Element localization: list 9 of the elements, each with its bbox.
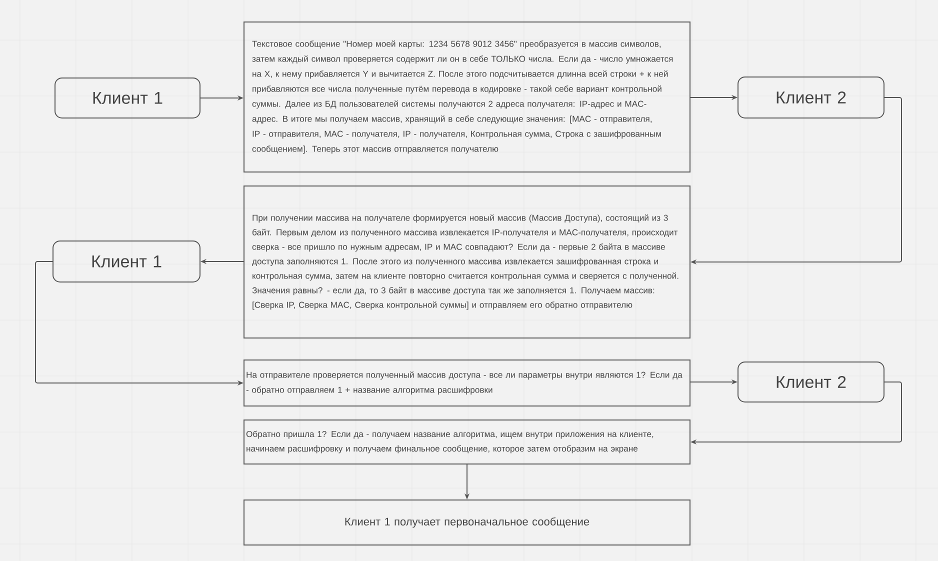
client-box: Клиент 1 xyxy=(52,240,200,282)
process-box: Текстовое сообщение "Номер моей карты: 1234 5678 9012 3456" преобразуется в массив символов, затем каждый символ проверяется содержит ли он в себе ТОЛЬКО числа. Если да - число умножается на X, к нему прибавляется Y и вычитается Z. После этого подсчитывается длинна всей строки + к ней прибавляются все числа полученные путём перевода в кодировке - такой себе вариант контрольной суммы. Далее из БД пользователей системы получаются 2 адреса получателя: IP-адрес и MAC-адрес. В итоге мы получаем массив, хранящий в себе следующие значения: [MAC - отправителя, IP - отправителя, MAC - получателя, IP - получателя, Контрольная сумма, Строка с зашифрованным сообщением]. Теперь этот массив отправляется получателю xyxy=(244,22,690,172)
process-box: Клиент 1 получает первоначальное сообщение xyxy=(244,500,690,546)
client-box: Клиент 2 xyxy=(738,362,884,402)
client-box: Клиент 1 xyxy=(54,78,200,118)
process-box: Обратно пришла 1? Если да - получаем название алгоритма, ищем внутри приложения на клиенте, начинаем расшифровку и получаем финальное сообщение, которое затем отобразим на экране xyxy=(244,420,690,464)
process-box: На отправителе проверяется полученный массив доступа - все ли параметры внутри являются 1? Если да - обратно отправляем 1 + название алгоритма расшифровки xyxy=(244,360,690,406)
process-box: При получении массива на получателе формируется новый массив (Массив Доступа), состоящий из 3 байт. Первым делом из полученного массива извлекается IP-получателя и MAC-получателя, происходит сверка - все пришло по нужным адресам, IP и MAC совпадают? Если да - первые 2 байта в массиве доступа заполняются 1. После этого из полученного массива извлекается зашифрованная строка и контрольная сумма, затем на клиенте повторно считается контрольная сумма и сверяется с полученной. Значения равны? - если да, то 3 байт в массиве доступа так же заполняется 1. Получаем массив: [Сверка IP, Сверка MAC, Сверка контрольной суммы] и отправляем его обратно отправителю xyxy=(244,186,690,338)
client-box: Клиент 2 xyxy=(738,76,884,118)
